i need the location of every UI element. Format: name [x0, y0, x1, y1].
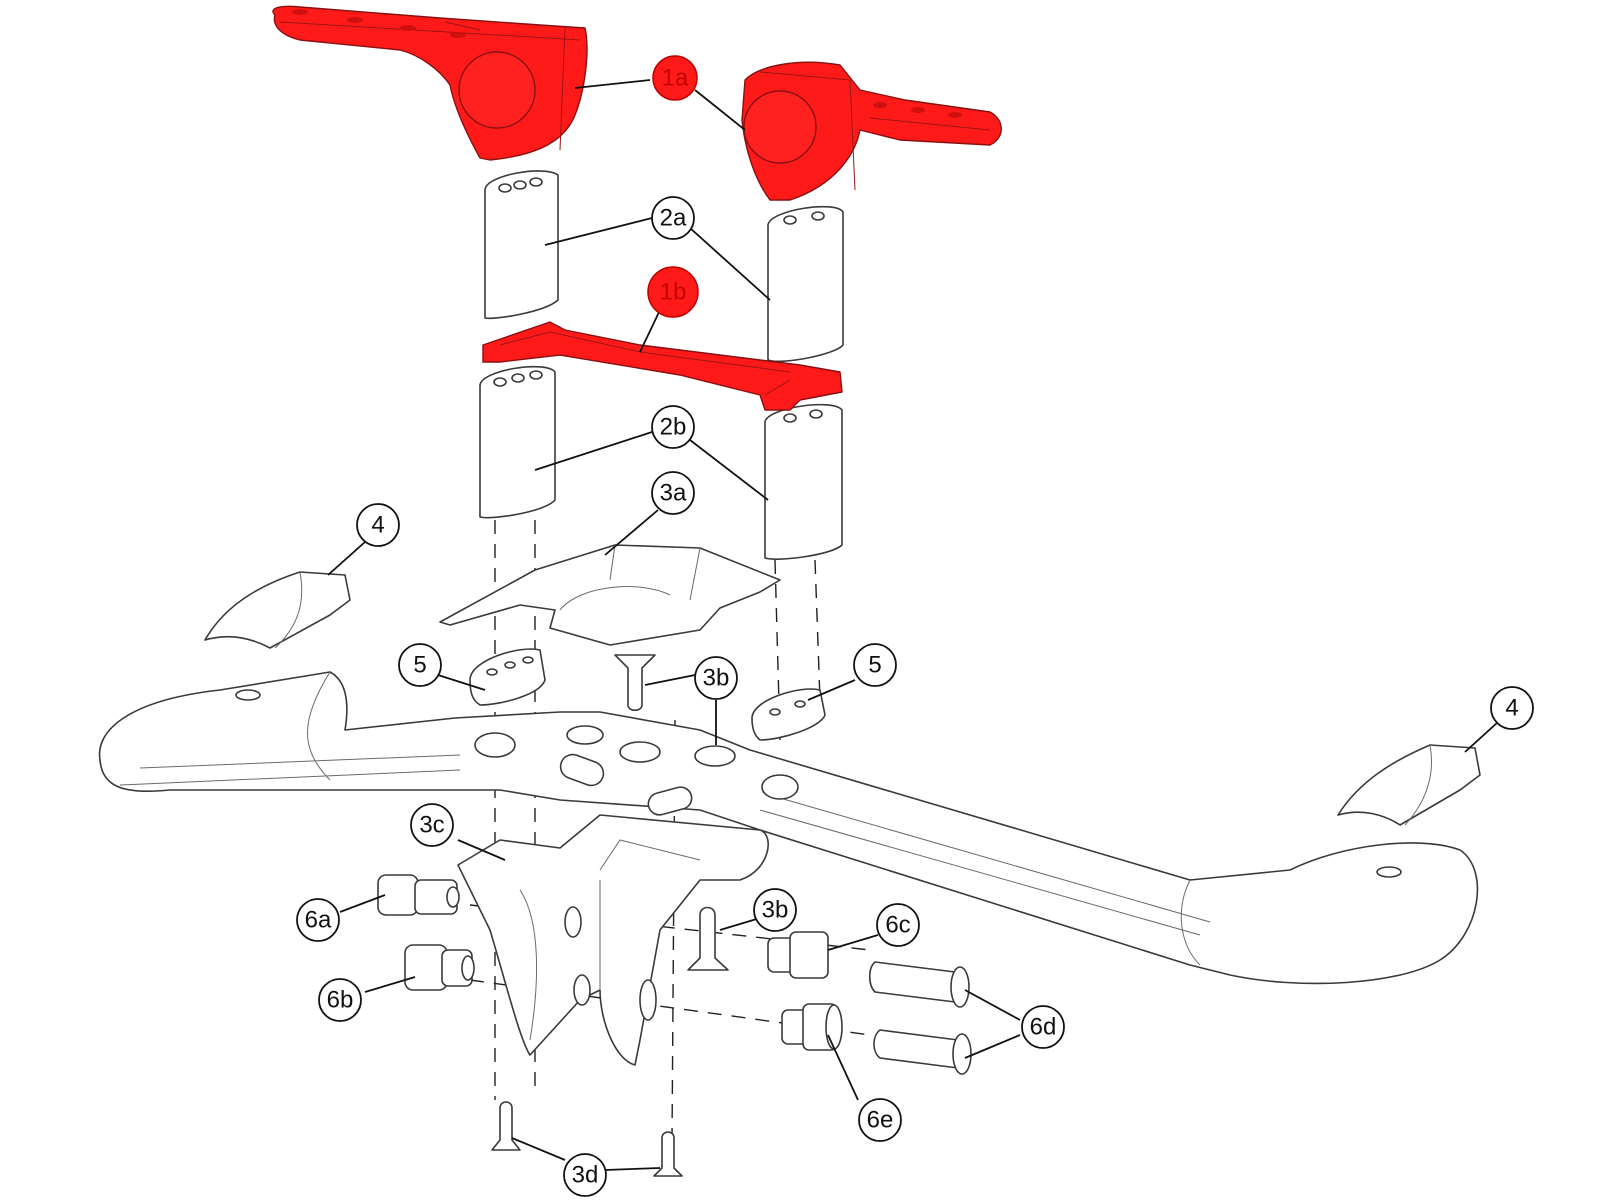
- bolt-3b-bottom: [687, 906, 729, 971]
- svg-text:6d: 6d: [1030, 1014, 1057, 1041]
- svg-text:3b: 3b: [762, 897, 789, 924]
- svg-text:5: 5: [868, 652, 881, 679]
- svg-text:3a: 3a: [660, 480, 687, 507]
- callout-1a: 1a: [652, 55, 698, 101]
- svg-text:2b: 2b: [660, 414, 687, 441]
- svg-text:2a: 2a: [660, 205, 687, 232]
- svg-text:3d: 3d: [572, 1162, 599, 1189]
- nut-6b: [404, 944, 475, 991]
- svg-text:5: 5: [413, 652, 426, 679]
- armrest-pad-right: [1337, 744, 1481, 826]
- armrest-pad-left: [204, 571, 351, 649]
- nut-6a: [377, 874, 460, 916]
- bolt-6d-bottom: [873, 1029, 972, 1075]
- svg-text:3b: 3b: [703, 665, 730, 692]
- svg-text:1a: 1a: [662, 65, 689, 92]
- bolt-3b-top: [614, 654, 656, 712]
- svg-text:6e: 6e: [867, 1107, 894, 1134]
- clamp-5-left: [469, 648, 546, 706]
- callout-2b: 2b: [651, 405, 695, 449]
- rivet-3d-right: [653, 1131, 683, 1177]
- callout-6b: 6b: [318, 978, 362, 1022]
- callout-6a: 6a: [296, 898, 340, 942]
- svg-text:6a: 6a: [305, 907, 332, 934]
- spacer-2b-left: [479, 365, 556, 519]
- callout-2a: 2a: [651, 196, 695, 240]
- basebar: [98, 671, 1479, 985]
- clamp-5-right: [751, 688, 826, 741]
- spacer-2a-left: [484, 170, 559, 320]
- armrest-bracket-1a-right: [741, 61, 1002, 201]
- spacer-2b-right: [764, 403, 843, 560]
- svg-text:4: 4: [371, 512, 384, 539]
- svg-text:4: 4: [1505, 695, 1518, 722]
- armrest-bracket-1a-left: [272, 5, 588, 161]
- callout-6d: 6d: [1021, 1005, 1065, 1049]
- rivet-3d-left: [491, 1101, 521, 1151]
- callout-5-right: 5: [853, 643, 897, 687]
- bolt-6d-top: [868, 961, 970, 1008]
- callout-3b-bottom: 3b: [753, 888, 797, 932]
- callout-4-right: 4: [1490, 686, 1534, 730]
- leader-lines: [327, 79, 1499, 1171]
- svg-text:6b: 6b: [327, 987, 354, 1014]
- callout-3c: 3c: [410, 803, 454, 847]
- callout-5-left: 5: [398, 643, 442, 687]
- nut-6c: [767, 931, 829, 979]
- cover-plate-3a: [439, 544, 781, 646]
- callout-6e: 6e: [858, 1098, 902, 1142]
- bridge-1b: [482, 321, 843, 411]
- svg-text:1b: 1b: [660, 279, 687, 306]
- mount-bracket-3c: [457, 814, 769, 1066]
- callout-3b-top: 3b: [694, 656, 738, 700]
- svg-text:3c: 3c: [419, 812, 444, 839]
- svg-text:6c: 6c: [885, 912, 910, 939]
- callout-3d: 3d: [563, 1153, 607, 1197]
- callout-6c: 6c: [876, 903, 920, 947]
- spacer-2a-right: [767, 205, 844, 363]
- callout-3a: 3a: [651, 471, 695, 515]
- nut-6e: [781, 1003, 843, 1051]
- callout-4-left: 4: [356, 503, 400, 547]
- callout-1b: 1b: [647, 266, 699, 318]
